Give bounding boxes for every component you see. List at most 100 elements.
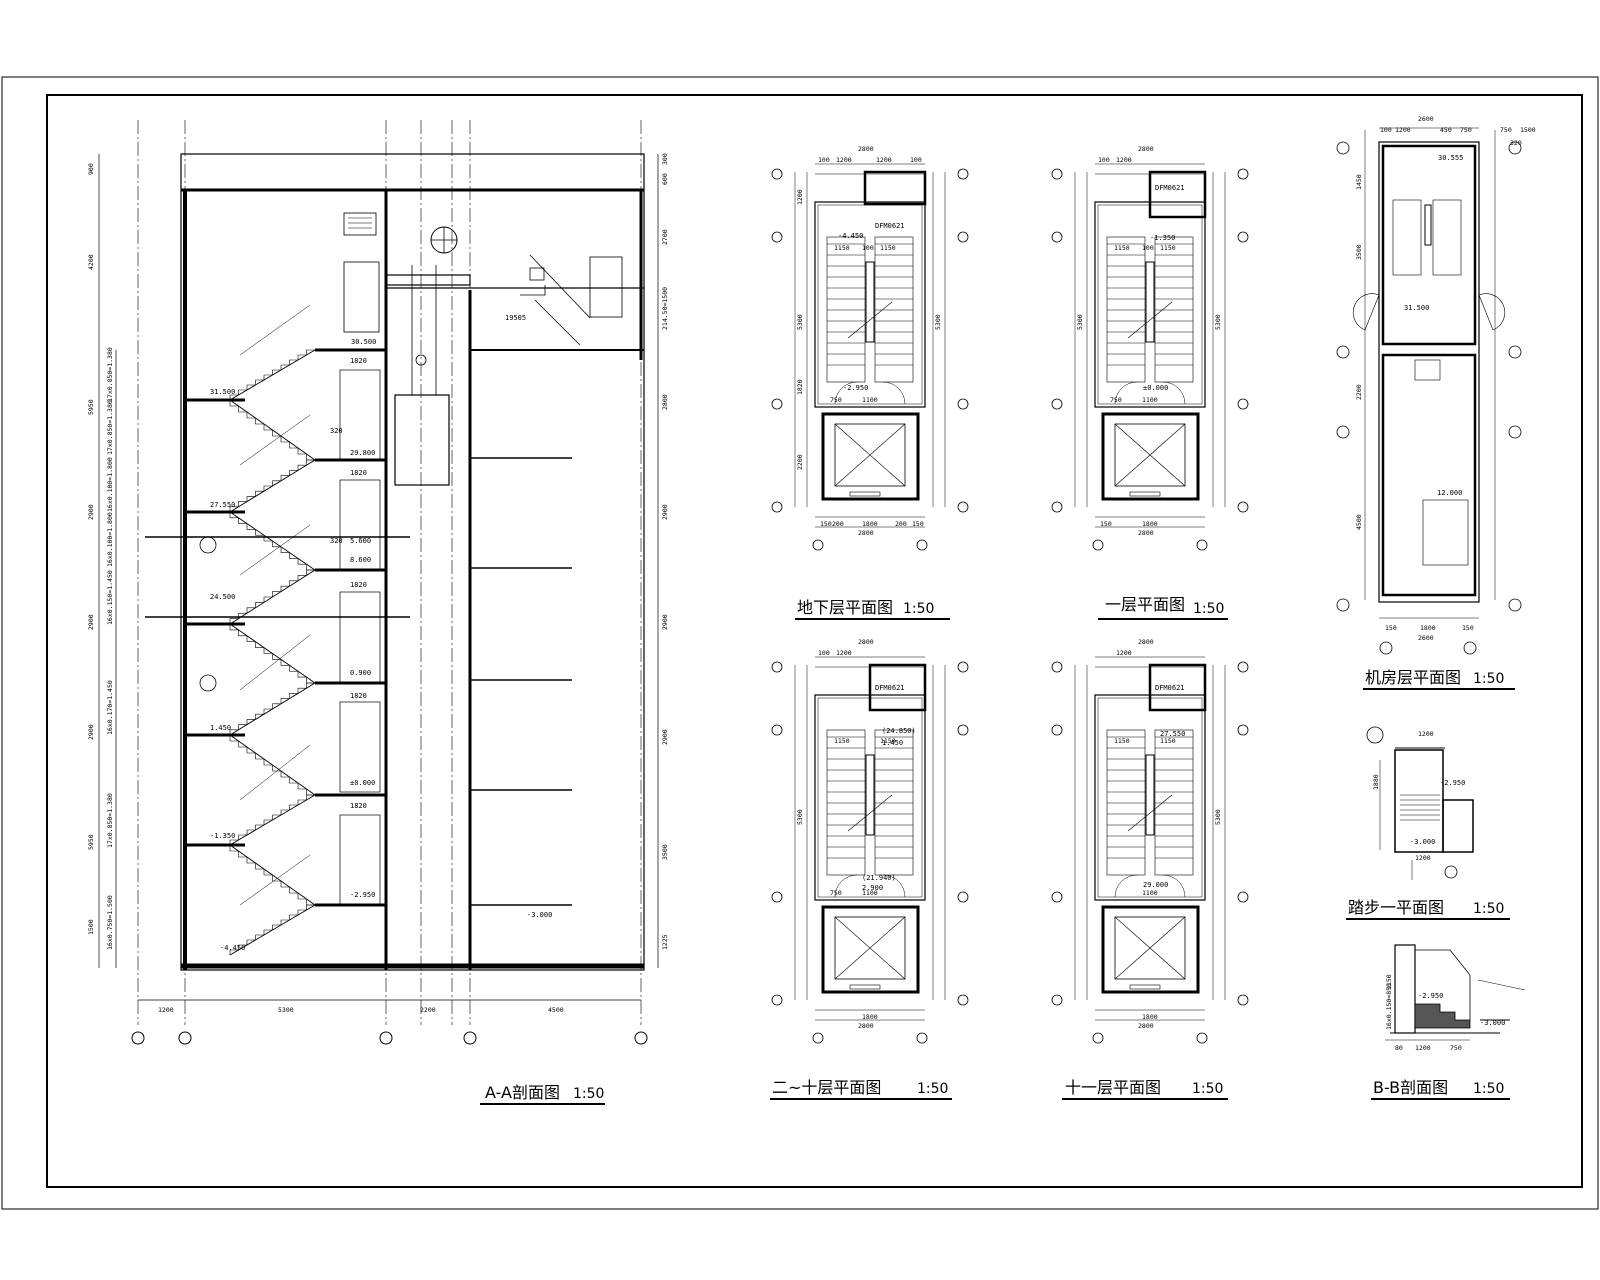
section-aa-levels: 30.500 29.800 31.500 27.550 5.600 8.600 … bbox=[210, 314, 552, 952]
bb-dim: 750 bbox=[1450, 1044, 1462, 1052]
basement-plan bbox=[770, 162, 970, 552]
section-bb bbox=[1385, 944, 1526, 1041]
stair-treads bbox=[1107, 243, 1193, 366]
dim-text: 320 bbox=[330, 537, 343, 545]
step-dim: 1880 bbox=[1372, 774, 1380, 790]
mr-dim: 450 bbox=[1440, 126, 1452, 134]
plan-dim: 1150 bbox=[834, 244, 850, 252]
left-dim: 2900 bbox=[87, 504, 95, 520]
mr-dim: 2600 bbox=[1418, 115, 1434, 123]
level-text: 27.550 bbox=[210, 501, 235, 509]
step-dim: 1200 bbox=[1415, 854, 1431, 862]
left-dim: 5950 bbox=[87, 399, 95, 415]
left-dim: 5950 bbox=[87, 834, 95, 850]
plan-dim: 1800 bbox=[1142, 520, 1158, 528]
stair-dim: 17x0.850=1.380 bbox=[106, 400, 114, 455]
right-dim: 3500 bbox=[661, 844, 669, 860]
plan-dim: 1150 bbox=[880, 244, 896, 252]
stair-dim: 16x0.150=1.450 bbox=[106, 570, 114, 625]
section-bb-levels: -2.950 -3.000 bbox=[1418, 992, 1505, 1027]
dim-text: 1820 bbox=[350, 357, 367, 365]
drawing-scale: 1:50 bbox=[1192, 1081, 1223, 1097]
stair-step-profile bbox=[229, 682, 315, 735]
level-text: -2.950 bbox=[1440, 779, 1465, 787]
level-text: -1.350 bbox=[210, 832, 235, 840]
stair-dim: 17x0.850=1.380 bbox=[106, 793, 114, 848]
left-dim: 2900 bbox=[87, 614, 95, 630]
level-text: 2.900 bbox=[862, 884, 883, 892]
right-dim: 2800 bbox=[661, 394, 669, 410]
machine-room-title: 机房层平面图 1:50 bbox=[1363, 668, 1515, 690]
plan-dim: 1150 bbox=[1160, 244, 1176, 252]
plan-dim: 1800 bbox=[862, 1013, 878, 1021]
level-text: 8.600 bbox=[350, 556, 371, 564]
dim-text: 320 bbox=[330, 427, 343, 435]
drawing-title: 地下层平面图 bbox=[797, 598, 893, 617]
plan-dim: 1150 bbox=[1114, 737, 1130, 745]
stair-treads bbox=[1107, 736, 1193, 859]
plan-dim: 5300 bbox=[1214, 809, 1222, 825]
plan-dim: 1150 bbox=[1160, 737, 1176, 745]
drawing-scale: 1:50 bbox=[903, 601, 934, 617]
plan-total: 2800 bbox=[1138, 638, 1154, 646]
plan-dim: 1200 bbox=[796, 189, 804, 205]
plan-dim: 5300 bbox=[934, 314, 942, 330]
drawing-title: 二~十层平面图 bbox=[772, 1078, 881, 1097]
step-dim: 1200 bbox=[1418, 730, 1434, 738]
stair-step-profile bbox=[229, 349, 315, 400]
mr-dim: 3500 bbox=[1355, 244, 1363, 260]
level-text: 1.450 bbox=[210, 724, 231, 732]
plan-dim: 2200 bbox=[796, 454, 804, 470]
section-aa-title: A-A剖面图 1:50 bbox=[480, 1083, 605, 1105]
plan-dim: 150 bbox=[820, 520, 832, 528]
plan-dim: 1150 bbox=[1114, 244, 1130, 252]
plan-dim: 100 bbox=[818, 156, 830, 164]
level-text: -1.350 bbox=[1150, 234, 1175, 242]
stair-dim: 17x0.850=1.380 bbox=[106, 347, 114, 402]
plan-dim: 1100 bbox=[1142, 889, 1158, 897]
level-text: -3.000 bbox=[1410, 838, 1435, 846]
level-text: ±0.000 bbox=[350, 779, 375, 787]
right-dim: 1225 bbox=[661, 934, 669, 950]
level-text: -2.950 bbox=[843, 384, 868, 392]
plan-dim: 5300 bbox=[1214, 314, 1222, 330]
door-tag: DFM0621 bbox=[1155, 684, 1185, 692]
plan-dim: 150 bbox=[1100, 520, 1112, 528]
stair-dim: 16x0.750=1.500 bbox=[106, 895, 114, 950]
plan-dim: 100 bbox=[818, 649, 830, 657]
stair-step-profile bbox=[229, 624, 315, 684]
door-tag: DFM0621 bbox=[875, 684, 905, 692]
plan-total: 2800 bbox=[858, 638, 874, 646]
plan-dim: 5300 bbox=[796, 809, 804, 825]
drawing-scale: 1:50 bbox=[1473, 671, 1504, 687]
plan-total: 2800 bbox=[1138, 145, 1154, 153]
plan-dim: 1100 bbox=[862, 889, 878, 897]
right-dim: 2900 bbox=[661, 729, 669, 745]
stair-step-profile bbox=[229, 845, 315, 906]
drawing-title: 一层平面图 bbox=[1105, 595, 1185, 614]
level-text: 29.800 bbox=[350, 449, 375, 457]
right-dim: 214.50=1500 bbox=[661, 287, 669, 330]
stair-dim: 16x0.170=1.450 bbox=[106, 680, 114, 735]
plan-titles: 地下层平面图 1:50 一层平面图 1:50 二~十层平面图 1:50 十一层平… bbox=[770, 595, 1228, 1100]
plan-total: 2800 bbox=[858, 145, 874, 153]
section-aa bbox=[98, 120, 659, 1045]
plan-dim: 100 bbox=[862, 244, 874, 252]
mr-dim: 1500 bbox=[1520, 126, 1536, 134]
eleventh-floor-plan bbox=[1050, 655, 1250, 1045]
level-text: 5.600 bbox=[350, 537, 371, 545]
stair-treads bbox=[827, 736, 913, 859]
level-text: -2.950 bbox=[1418, 992, 1443, 1000]
plan-dim: 1150 bbox=[834, 737, 850, 745]
dim-text: 1820 bbox=[350, 802, 367, 810]
mr-dim: 1200 bbox=[1395, 126, 1411, 134]
door-tag: DFM0621 bbox=[875, 222, 905, 230]
step-plan bbox=[1366, 726, 1474, 880]
machine-room-plan bbox=[1336, 127, 1522, 655]
plan-dim: 100 bbox=[910, 156, 922, 164]
plan-dim: 150 bbox=[912, 520, 924, 528]
typical-floor-plan bbox=[770, 655, 970, 1045]
stair-step-profile bbox=[229, 459, 315, 512]
drawing-title: 机房层平面图 bbox=[1365, 668, 1461, 687]
level-text: -4.450 bbox=[220, 944, 245, 952]
